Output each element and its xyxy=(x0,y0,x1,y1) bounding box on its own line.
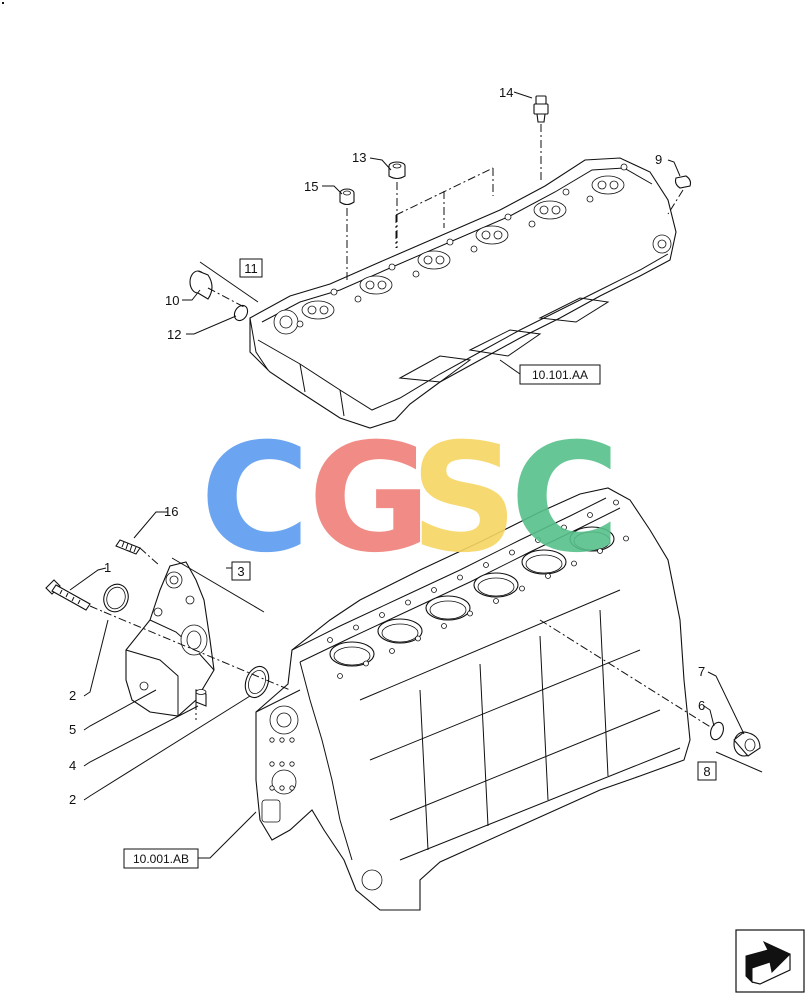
cylinder-bores xyxy=(329,526,615,667)
callout-7[interactable]: 7 xyxy=(698,664,705,679)
plug-9 xyxy=(674,175,692,189)
dowel-4 xyxy=(195,689,207,707)
watermark-letter-g: G xyxy=(308,412,431,586)
callout-9[interactable]: 9 xyxy=(655,152,662,167)
capscrew-1 xyxy=(45,579,91,611)
ref-cylinder-head[interactable]: 10.101.AA xyxy=(532,368,588,382)
plug-7 xyxy=(733,731,761,757)
callout-8[interactable]: 8 xyxy=(703,764,710,779)
corner-mark xyxy=(2,2,4,4)
callout-11-box[interactable]: 11 xyxy=(239,258,263,278)
plug-10 xyxy=(189,270,213,300)
engine-block xyxy=(255,487,691,911)
callout-2-lower[interactable]: 2 xyxy=(69,792,76,807)
bracket-8 xyxy=(715,751,763,773)
cylinder-head-valve-details xyxy=(296,163,628,328)
o-ring-6 xyxy=(710,721,724,741)
callout-1[interactable]: 1 xyxy=(104,560,111,575)
callout-11[interactable]: 11 xyxy=(244,261,258,276)
oil-pump-housing-5 xyxy=(125,561,215,717)
ref-engine-block[interactable]: 10.001.AB xyxy=(133,852,189,866)
watermark-letter-c1: C xyxy=(200,412,310,586)
o-ring-2-upper xyxy=(103,583,129,613)
callout-2-upper[interactable]: 2 xyxy=(69,688,76,703)
callout-12[interactable]: 12 xyxy=(167,327,181,342)
callout-14[interactable]: 14 xyxy=(499,85,513,100)
callout-4[interactable]: 4 xyxy=(69,758,76,773)
callout-3[interactable]: 3 xyxy=(237,564,244,579)
cylinder-head xyxy=(249,157,677,429)
callout-16[interactable]: 16 xyxy=(164,504,178,519)
watermark-letter-c2: C xyxy=(510,412,620,586)
callout-13[interactable]: 13 xyxy=(352,150,366,165)
callout-3-box[interactable]: 3 xyxy=(231,561,251,581)
injector-sleeve-14 xyxy=(533,95,549,123)
callout-10[interactable]: 10 xyxy=(165,293,179,308)
o-ring-2-lower xyxy=(244,665,270,699)
callout-15[interactable]: 15 xyxy=(304,179,318,194)
plug-13 xyxy=(388,161,406,180)
callout-8-box[interactable]: 8 xyxy=(697,761,717,781)
bracket-3 xyxy=(171,557,265,613)
bracket-11 xyxy=(199,261,259,303)
leader-lines xyxy=(69,91,745,859)
callout-6[interactable]: 6 xyxy=(698,698,705,713)
watermark-letter-s: S xyxy=(410,412,518,586)
ref-cylinder-head-box[interactable]: 10.101.AA xyxy=(519,364,601,385)
engine-block-bolt-holes xyxy=(269,499,629,791)
next-page-arrow-icon[interactable] xyxy=(735,929,805,993)
cgsc-watermark: C G S C xyxy=(200,412,620,586)
pin-16 xyxy=(115,539,141,555)
callout-5[interactable]: 5 xyxy=(69,722,76,737)
o-ring-12 xyxy=(233,304,249,322)
ref-engine-block-box[interactable]: 10.001.AB xyxy=(123,848,199,869)
plug-15 xyxy=(339,188,355,206)
